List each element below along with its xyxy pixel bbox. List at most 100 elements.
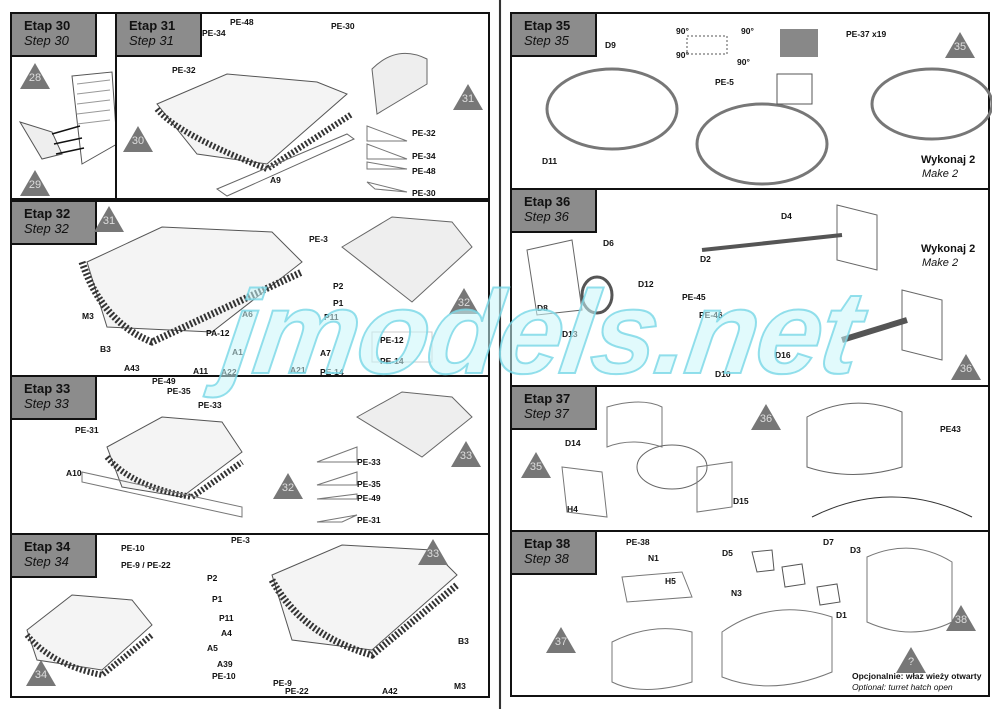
legend-label: PE-48	[412, 166, 436, 176]
part-label: D9	[605, 40, 616, 50]
step-ref-triangle: 35	[521, 452, 551, 478]
part-label: PE-5	[715, 77, 734, 87]
hull-rear-drawing	[18, 71, 118, 165]
part-label: H5	[665, 576, 676, 586]
angle-label: 90°	[676, 26, 689, 36]
part-label: B3	[458, 636, 469, 646]
step-title-en: Step 30	[24, 33, 69, 48]
part-label: P1	[212, 594, 223, 604]
part-label: PE-49	[152, 376, 176, 386]
legend-label: PE-14	[380, 356, 404, 366]
part-label: A4	[221, 628, 232, 638]
part-label: PE-14	[320, 367, 344, 377]
part-label: A21	[290, 365, 306, 375]
part-label: A5	[207, 643, 218, 653]
part-label: PE-46	[699, 310, 723, 320]
part-label: PE-45	[682, 292, 706, 302]
part-label: A42	[382, 686, 398, 696]
part-label: PE-3	[231, 535, 250, 545]
part-label: PE-34	[202, 28, 226, 38]
legend-label: PE-34	[412, 151, 436, 161]
part-label: D3	[850, 545, 861, 555]
part-label: A6	[242, 309, 253, 319]
part-label: P2	[207, 573, 218, 583]
angle-label: 90°	[741, 26, 754, 36]
part-label: A39	[217, 659, 233, 669]
part-label: PE-32	[172, 65, 196, 75]
part-label: PE-30	[331, 21, 355, 31]
part-label: PE-9	[273, 678, 292, 688]
step-title-en: Step 38	[524, 551, 569, 566]
legend-label: PE-33	[357, 457, 381, 467]
part-label: PE-35	[167, 386, 191, 396]
part-label: P1	[333, 298, 344, 308]
step-ref-triangle: 33	[418, 539, 448, 565]
step-ref-triangle: 33	[451, 441, 481, 467]
step-ref-triangle: ?	[896, 647, 926, 673]
optional-note-pl: Opcjonalnie: właz wieży otwarty	[852, 671, 982, 681]
part-label: D15	[733, 496, 749, 506]
step-ref-triangle: 32	[273, 473, 303, 499]
part-label: PE-38	[626, 537, 650, 547]
turret-ring-drawing	[545, 29, 992, 186]
make-count-pl: Wykonaj 2	[921, 154, 976, 166]
step-ref-triangle: 37	[546, 627, 576, 653]
step-ref-triangle: 29	[20, 170, 50, 196]
part-label: PE-48	[230, 17, 254, 27]
legend-label: PE-35	[357, 479, 381, 489]
part-label: N1	[648, 553, 659, 563]
legend-label: PE-12	[380, 335, 404, 345]
part-label: A22	[221, 367, 237, 377]
part-label: D16	[775, 350, 791, 360]
step-title-pl: Etap 37	[524, 391, 571, 406]
optional-note-en: Optional: turret hatch open	[852, 682, 953, 692]
part-label: H4	[567, 504, 578, 514]
step-ref-triangle: 31	[94, 206, 124, 232]
step-title-pl: Etap 38	[524, 536, 571, 551]
part-label: P11	[324, 312, 339, 322]
step-title-en: Step 34	[24, 554, 69, 569]
part-label: A1	[232, 347, 243, 357]
step-ref-triangle: 32	[449, 288, 479, 314]
part-label: D8	[537, 303, 548, 313]
part-label: D2	[700, 254, 711, 264]
step-ref-triangle: 30	[123, 126, 153, 152]
angle-label: 90°	[737, 57, 750, 67]
part-label: P11	[219, 613, 234, 623]
step-title-pl: Etap 30	[24, 18, 71, 33]
step-title-pl: Etap 35	[524, 18, 571, 33]
part-label: M3	[454, 681, 466, 691]
legend-label: PE-49	[357, 493, 381, 503]
step-title-en: Step 37	[524, 406, 569, 421]
part-label: D12	[638, 279, 654, 289]
part-label: PE-31	[75, 425, 99, 435]
step-title-en: Step 32	[24, 221, 69, 236]
step-ref-triangle: 34	[26, 660, 56, 686]
step-title-en: Step 33	[24, 396, 69, 411]
step-title-pl: Etap 31	[129, 18, 176, 33]
part-label: B3	[100, 344, 111, 354]
page-divider	[499, 0, 501, 709]
tank-drawing	[78, 216, 473, 363]
legend-label: PE-31	[357, 515, 381, 525]
part-label: D14	[565, 438, 581, 448]
part-label: PE-9 / PE-22	[121, 560, 171, 570]
make-count-en: Make 2	[922, 168, 959, 180]
part-label: PE-10	[121, 543, 145, 553]
gun-mount-drawing	[526, 204, 943, 361]
part-label: D5	[722, 548, 733, 558]
part-label: A11	[193, 366, 209, 376]
part-label: A43	[124, 363, 140, 373]
part-label: D11	[542, 156, 558, 166]
step-ref-triangle: 36	[751, 404, 781, 430]
